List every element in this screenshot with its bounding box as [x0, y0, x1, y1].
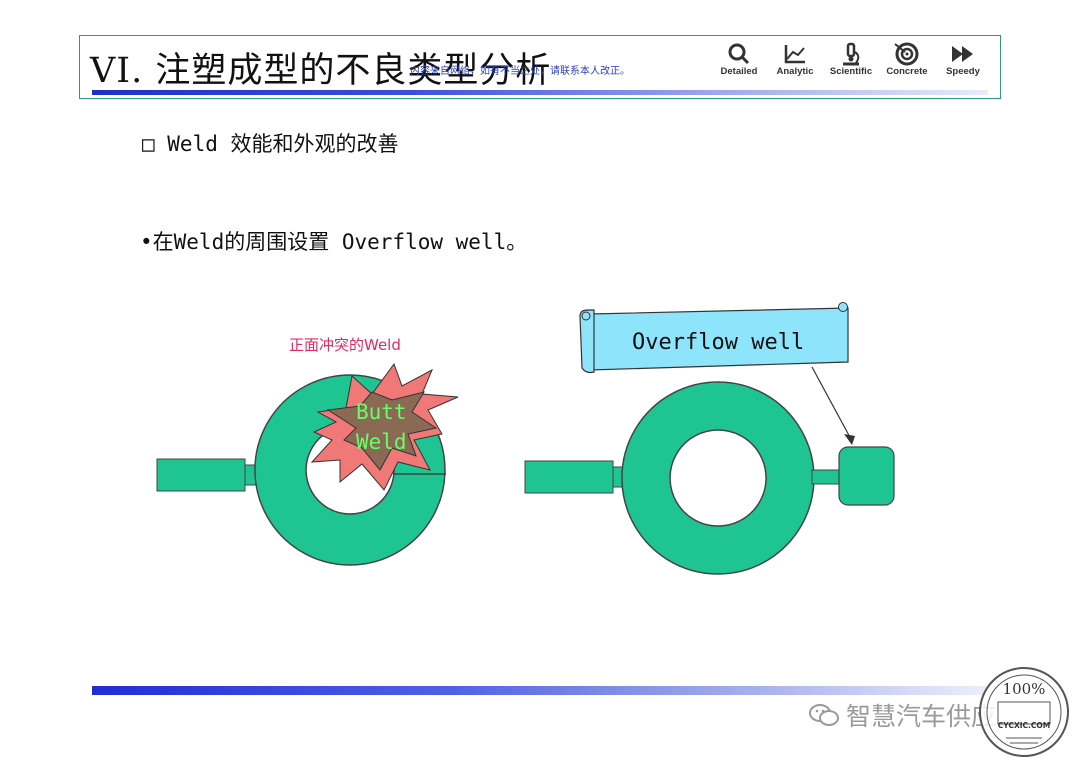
left-part: 正面冲突的Weld Butt Weld — [156, 336, 459, 566]
bullet-text: •在Weld的周围设置 Overflow well。 — [140, 230, 528, 254]
watermark-text: 内容来自网络，如有不当之处，请联系本人改正。 — [410, 66, 630, 77]
header-underline-bar — [92, 90, 988, 95]
banner-roll-end — [838, 302, 848, 312]
slide-header: VI. 注塑成型的不良类型分析 内容来自网络，如有不当之处，请联系本人改正。 D… — [79, 35, 1001, 99]
right-ring — [621, 381, 815, 575]
callout-line — [811, 366, 853, 442]
weld-label: Weld — [356, 430, 407, 454]
icon-label: Analytic — [776, 66, 814, 77]
stamp-percent: 100% — [1003, 680, 1046, 698]
chart-icon — [784, 45, 805, 64]
banner-text: Overflow well — [632, 330, 804, 355]
left-runner — [156, 458, 246, 492]
icon-scientific: Scientific — [828, 42, 874, 77]
left-caption: 正面冲突的Weld — [289, 336, 401, 354]
target-icon — [894, 42, 919, 66]
overflow-connector — [811, 469, 843, 485]
icon-detailed: Detailed — [716, 42, 762, 77]
right-runner — [524, 460, 614, 494]
butt-label: Butt — [356, 400, 407, 424]
slide-title: VI. 注塑成型的不良类型分析 — [90, 51, 552, 91]
banner-roll-end — [581, 311, 591, 321]
icon-label: Scientific — [829, 66, 873, 77]
icon-label: Detailed — [720, 66, 758, 77]
overflow-well — [838, 446, 895, 506]
footer-bar — [92, 686, 992, 695]
microscope-icon — [843, 42, 860, 66]
quality-stamp: 100% CYCXIC.COM — [979, 667, 1069, 757]
callout-arrowhead — [844, 434, 855, 445]
overflow-banner: Overflow well — [579, 302, 849, 374]
right-part — [524, 366, 895, 575]
icon-concrete: Concrete — [884, 42, 930, 77]
icon-analytic: Analytic — [772, 42, 818, 77]
search-icon — [728, 43, 750, 65]
icon-speedy: Speedy — [940, 42, 986, 77]
icon-label: Speedy — [946, 66, 980, 77]
icon-label: Concrete — [886, 66, 928, 77]
stamp-site: CYCXIC.COM — [998, 721, 1050, 730]
subheading: □ Weld 效能和外观的改善 — [142, 132, 399, 156]
wechat-icon — [809, 704, 839, 726]
fast-forward-icon — [952, 46, 973, 62]
banner-left-roll — [579, 309, 595, 374]
weld-core — [326, 391, 438, 471]
header-icon-set: Detailed Analytic Scientific — [716, 42, 986, 77]
